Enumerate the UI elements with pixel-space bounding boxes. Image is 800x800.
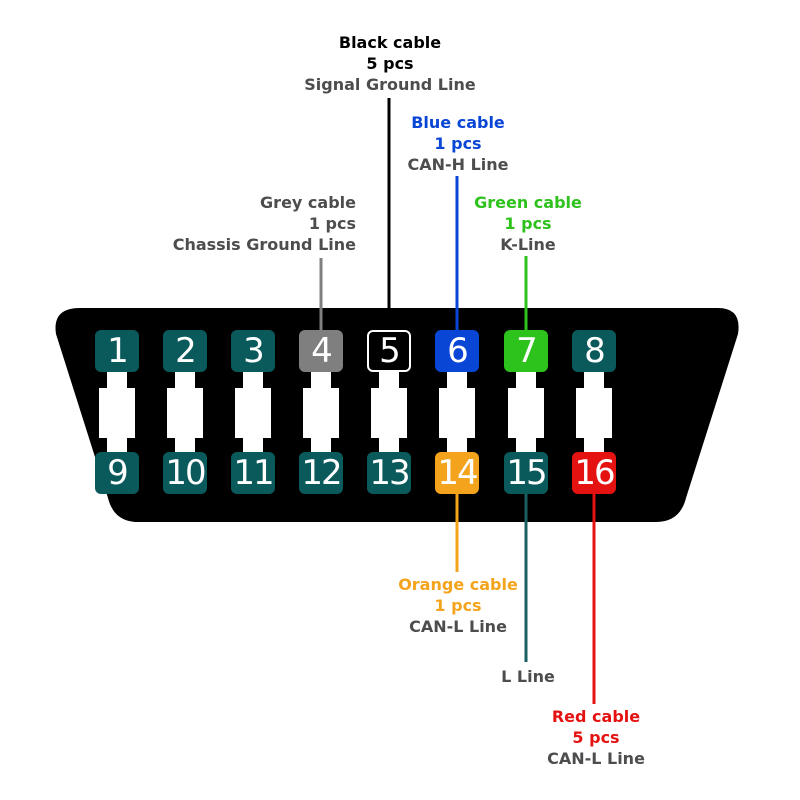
orange-cable-title: Orange cable: [398, 575, 518, 594]
black-cable-desc: Signal Ground Line: [304, 75, 476, 94]
cable-wires: [319, 98, 596, 704]
black-cable-label: Black cable 5 pcs Signal Ground Line: [304, 32, 475, 95]
pin-15: 15: [504, 452, 548, 494]
pin-13: 13: [367, 452, 411, 494]
pin-slot-7: [508, 372, 544, 452]
grey-cable-count: 1 pcs: [308, 214, 356, 233]
pin-2: 2: [163, 330, 207, 372]
pin-4: 4: [299, 330, 343, 372]
pin-7: 7: [504, 330, 548, 372]
blue-cable-label: Blue cable 1 pcs CAN-H Line: [407, 112, 508, 175]
pin-16: 16: [572, 452, 616, 494]
pin-12: 12: [299, 452, 343, 494]
pin-1: 1: [95, 330, 139, 372]
pin-slot-2: [167, 372, 203, 452]
red-cable-count: 5 pcs: [572, 728, 620, 747]
pin-slot-3: [235, 372, 271, 452]
pin-3: 3: [231, 330, 275, 372]
pin-slot-1: [99, 372, 135, 452]
pin-slot-8: [576, 372, 612, 452]
orange-cable-count: 1 pcs: [434, 596, 482, 615]
blue-cable-desc: CAN-H Line: [407, 155, 509, 174]
grey-cable-title: Grey cable: [260, 193, 356, 212]
red-cable-label: Red cable 5 pcs CAN-L Line: [547, 706, 645, 769]
black-cable-title: Black cable: [338, 33, 442, 52]
l-line-label: L Line: [501, 666, 555, 687]
blue-cable-count: 1 pcs: [434, 134, 482, 153]
grey-cable-desc: Chassis Ground Line: [172, 235, 356, 254]
orange-cable-label: Orange cable 1 pcs CAN-L Line: [398, 574, 518, 637]
blue-cable-title: Blue cable: [411, 113, 505, 132]
pin-8: 8: [572, 330, 616, 372]
pin-9: 9: [95, 452, 139, 494]
pin-slot-5: [371, 372, 407, 452]
green-cable-title: Green cable: [474, 193, 582, 212]
pin-slots: [99, 372, 612, 452]
green-cable-label: Green cable 1 pcs K-Line: [474, 192, 582, 255]
pin-11: 11: [231, 452, 275, 494]
pin-slot-6: [439, 372, 475, 452]
pin-14: 14: [435, 452, 479, 494]
grey-cable-label: Grey cable 1 pcs Chassis Ground Line: [173, 192, 356, 255]
green-cable-count: 1 pcs: [504, 214, 552, 233]
l-line-desc: L Line: [501, 667, 555, 686]
black-cable-count: 5 pcs: [366, 54, 414, 73]
pin-5: 5: [367, 330, 411, 372]
green-cable-desc: K-Line: [500, 235, 556, 254]
orange-cable-desc: CAN-L Line: [409, 617, 507, 636]
pin-slot-4: [303, 372, 339, 452]
pin-6: 6: [435, 330, 479, 372]
red-cable-desc: CAN-L Line: [547, 749, 645, 768]
red-cable-title: Red cable: [551, 707, 641, 726]
pin-10: 10: [163, 452, 207, 494]
